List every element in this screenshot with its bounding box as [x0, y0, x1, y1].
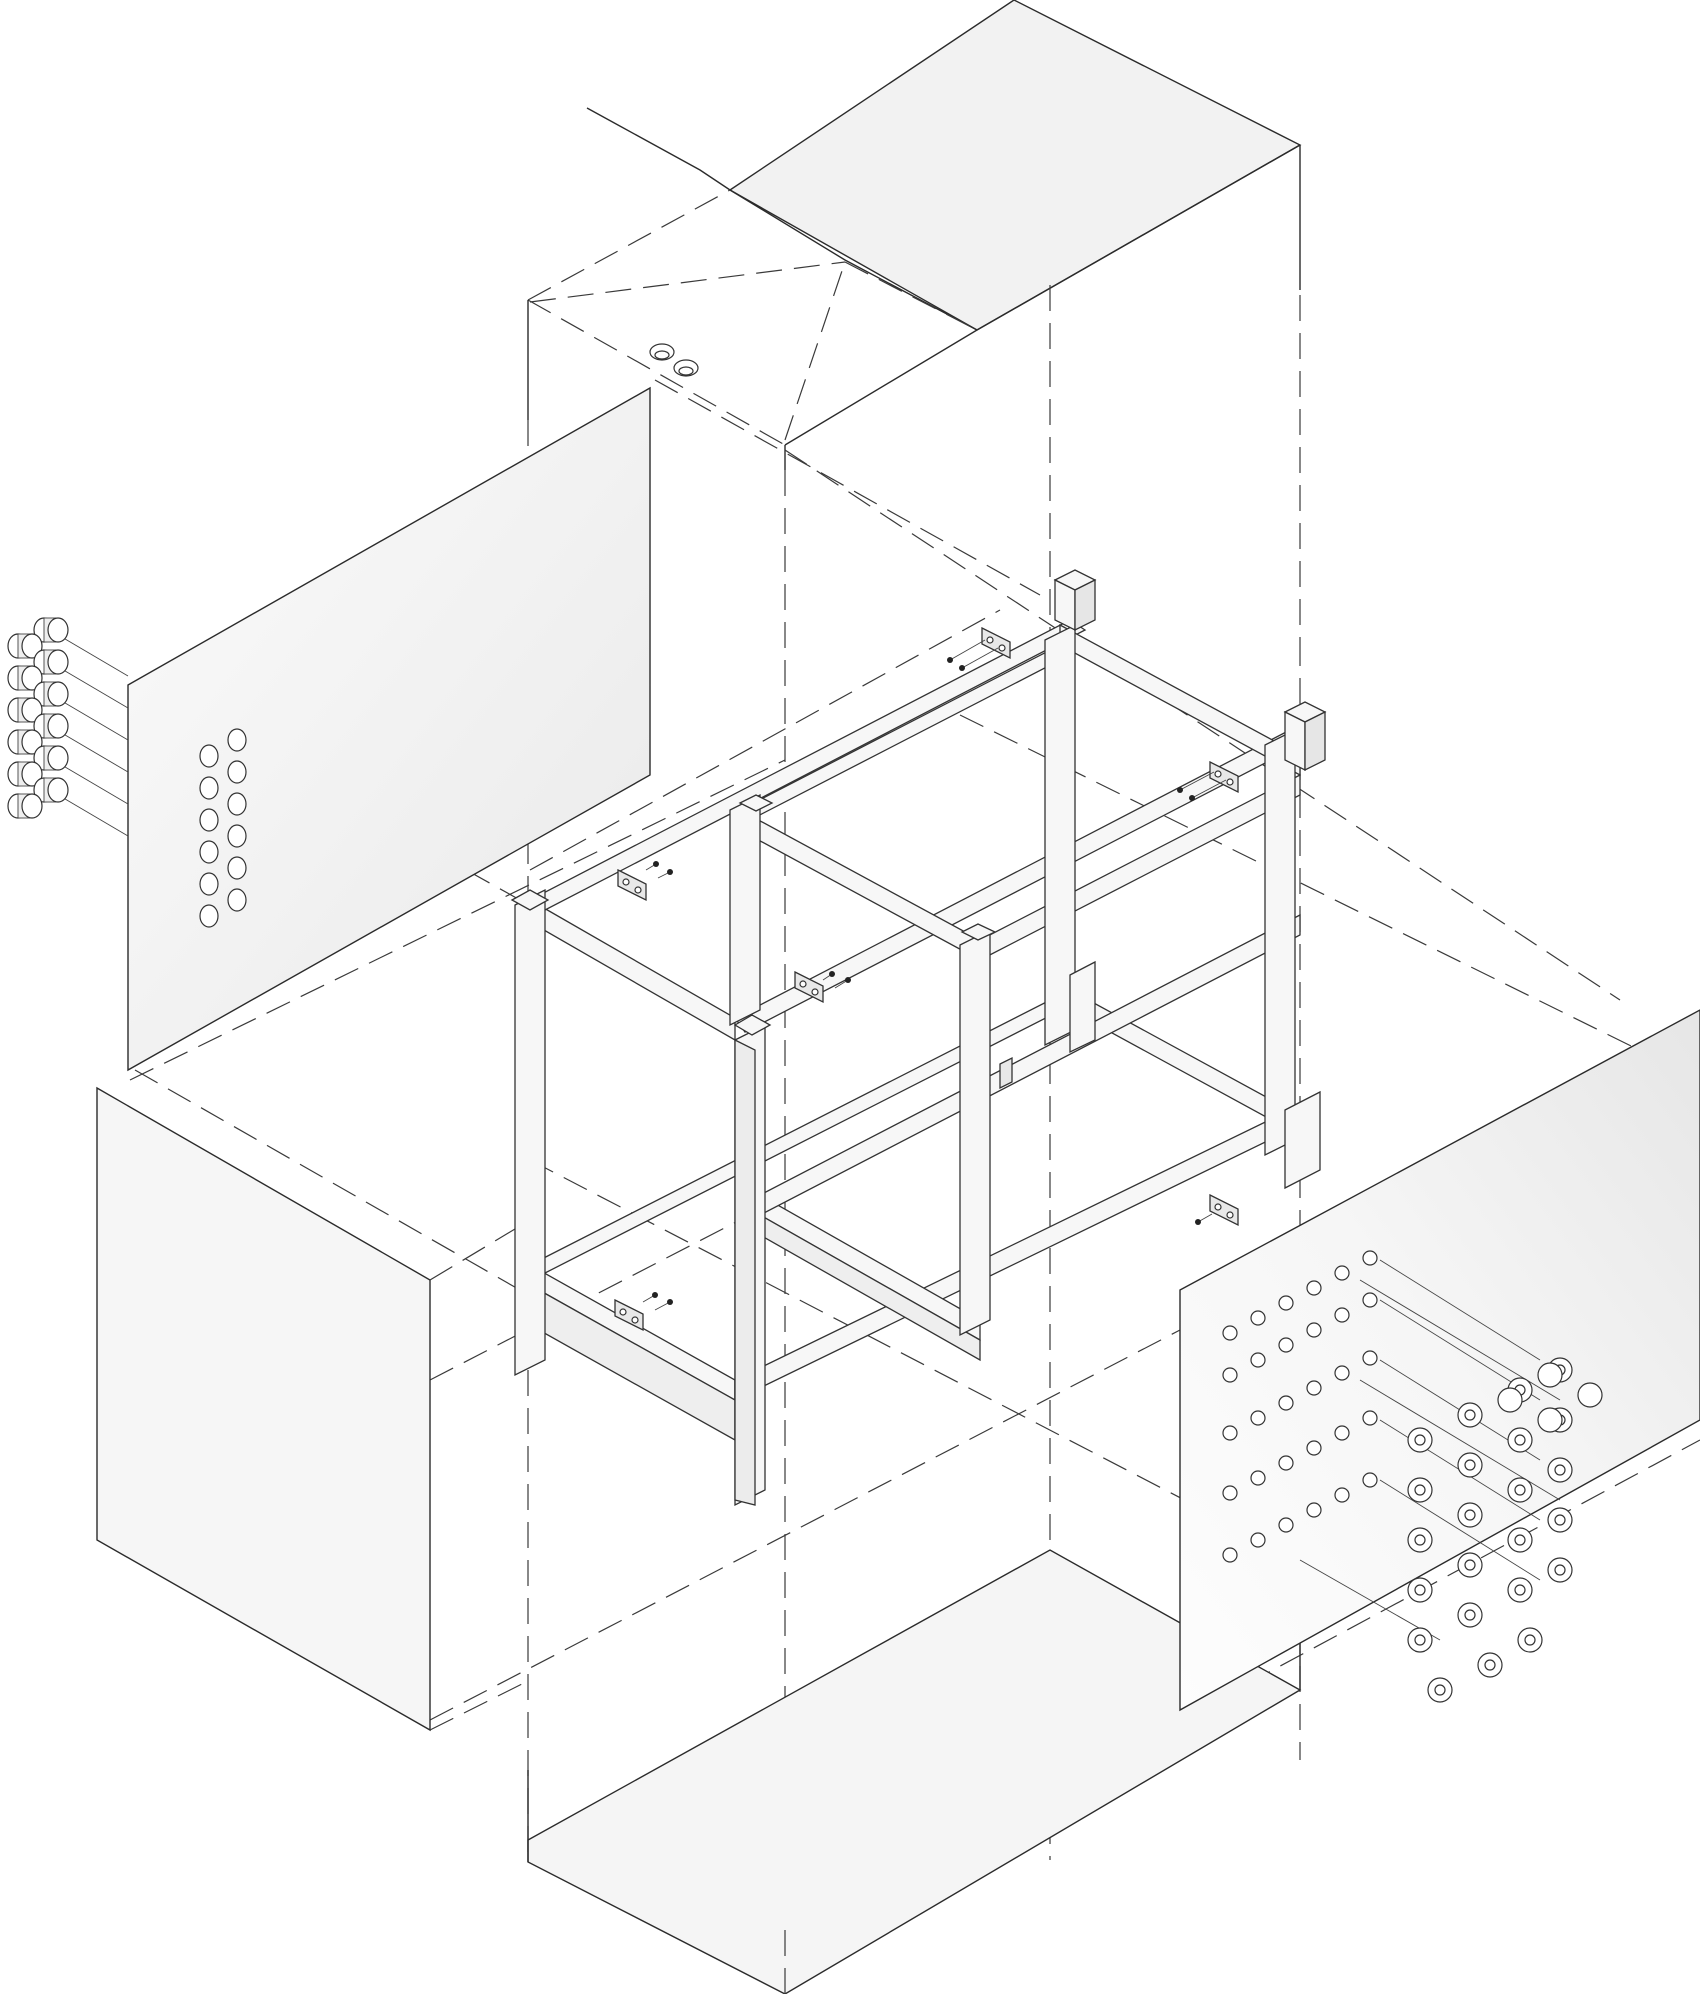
- post-cap-icon: [733, 1014, 772, 1036]
- hardware-nut-icon: [1407, 1507, 1573, 1603]
- right-panel: [1179, 1009, 1700, 1712]
- bracket-icon: [999, 1056, 1013, 1090]
- top-box-outline: [527, 0, 1302, 640]
- front-left-panel: [96, 1086, 531, 1732]
- cylinder-fastener-icon: [7, 713, 129, 773]
- mounting-brackets: [614, 626, 1239, 1332]
- bracket-icon: [794, 970, 851, 1004]
- cylinder-fastener-icon: [7, 681, 129, 741]
- hardware-nut-icon: [1407, 1557, 1573, 1653]
- post-cap-icon: [960, 923, 997, 941]
- right-panel-hole-grid: [1222, 1250, 1378, 1563]
- bracket-icon: [1195, 1193, 1239, 1227]
- panel-hole-grid: [199, 728, 247, 928]
- cylinder-fastener-icon: [7, 649, 129, 709]
- post-cap-icon: [1283, 701, 1327, 772]
- top-lid-panel: [728, 0, 1302, 331]
- bracket-icon: [614, 1292, 673, 1332]
- bracket-icon: [947, 626, 1011, 671]
- cylinder-fastener-icon: [7, 777, 129, 837]
- back-left-panel: [127, 386, 651, 1072]
- hardware-nut-icon: [1497, 1362, 1603, 1433]
- post-cap-icon: [510, 889, 550, 911]
- steel-frame: [510, 569, 1327, 1507]
- bracket-icon: [1177, 760, 1239, 801]
- hardware-nut-icon: [1427, 1627, 1543, 1703]
- cylinder-fastener-icon: [7, 617, 129, 677]
- left-cylinder-fasteners: [7, 617, 129, 837]
- right-hardware-array: [1299, 1259, 1603, 1703]
- bracket-icon: [617, 861, 673, 902]
- hardware-nut-icon: [1407, 1457, 1573, 1553]
- post-cap-icon: [1053, 569, 1097, 632]
- cylinder-fastener-icon: [7, 745, 129, 805]
- post-cap-icon: [738, 794, 774, 812]
